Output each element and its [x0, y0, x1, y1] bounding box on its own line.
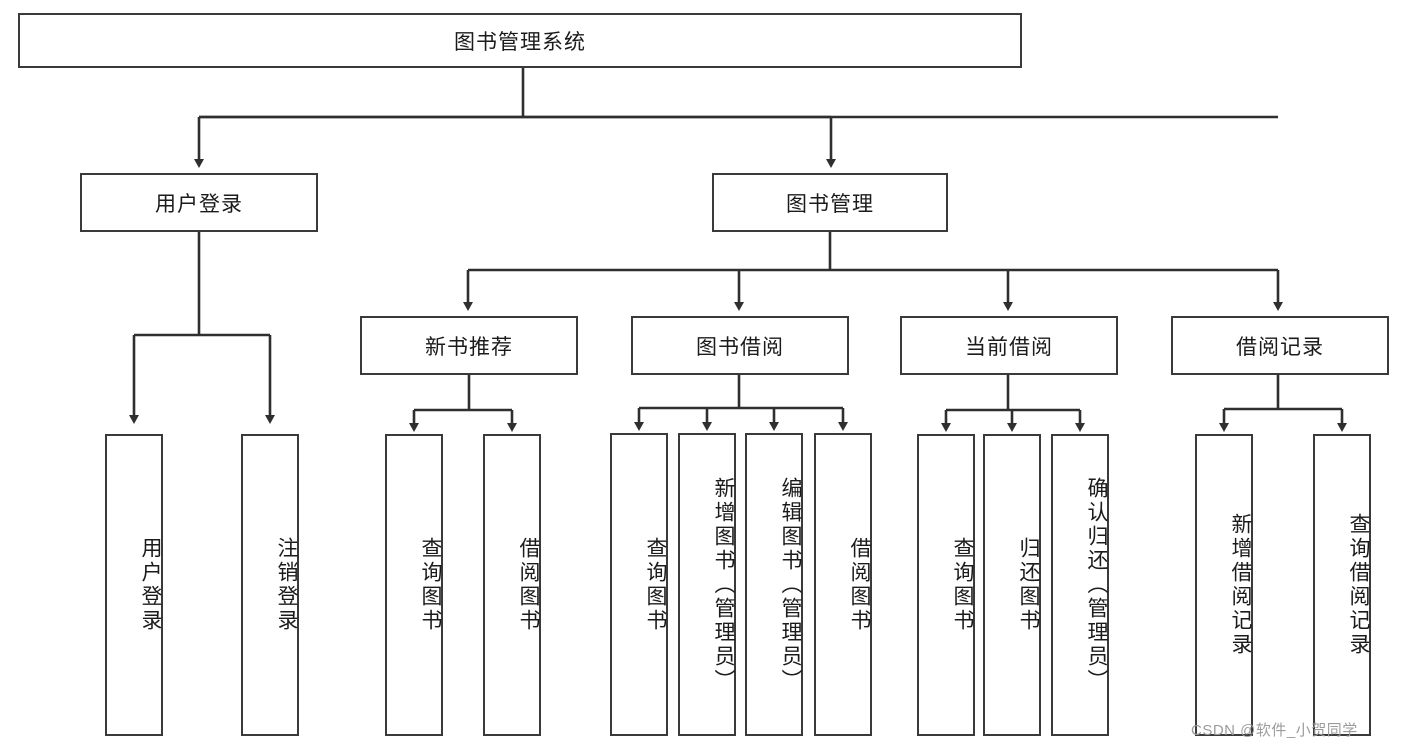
node-root-system[interactable]: 图书管理系统: [18, 13, 1022, 68]
node-label: 归还图书: [1017, 537, 1040, 633]
node-label: 查询图书: [951, 537, 974, 633]
node-label: 查询图书: [419, 537, 442, 633]
leaf-user-login-logout[interactable]: 注销登录: [241, 434, 299, 736]
leaf-borrow-record-add[interactable]: 新增借阅记录: [1195, 434, 1253, 736]
node-user-login[interactable]: 用户登录: [80, 173, 318, 232]
leaf-book-borrow-edit[interactable]: 编辑图书（管理员）: [745, 433, 803, 736]
node-current-borrow[interactable]: 当前借阅: [900, 316, 1118, 375]
node-label: 当前借阅: [965, 335, 1053, 359]
node-label: 编辑图书（管理员）: [779, 476, 802, 693]
node-book-management[interactable]: 图书管理: [712, 173, 948, 232]
watermark-text: CSDN @软件_小贺同学: [1191, 722, 1358, 739]
leaf-borrow-record-query[interactable]: 查询借阅记录: [1313, 434, 1371, 736]
node-label: 图书管理系统: [454, 30, 586, 54]
leaf-current-borrow-query[interactable]: 查询图书: [917, 434, 975, 736]
leaf-current-borrow-return[interactable]: 归还图书: [983, 434, 1041, 736]
leaf-book-borrow-query[interactable]: 查询图书: [610, 433, 668, 736]
leaf-current-borrow-confirm-return[interactable]: 确认归还（管理员）: [1051, 434, 1109, 736]
node-label: 用户登录: [155, 192, 243, 216]
node-new-book-recommend[interactable]: 新书推荐: [360, 316, 578, 375]
node-label: 图书管理: [786, 192, 874, 216]
node-book-borrow[interactable]: 图书借阅: [631, 316, 849, 375]
node-label: 借阅图书: [517, 537, 540, 633]
node-label: 确认归还（管理员）: [1085, 477, 1108, 693]
node-label: 借阅图书: [848, 536, 871, 633]
leaf-new-book-borrow[interactable]: 借阅图书: [483, 434, 541, 736]
leaf-new-book-query[interactable]: 查询图书: [385, 434, 443, 736]
node-label: 查询图书: [644, 536, 667, 633]
node-label: 新增借阅记录: [1229, 513, 1252, 657]
leaf-book-borrow-borrow[interactable]: 借阅图书: [814, 433, 872, 736]
leaf-book-borrow-add[interactable]: 新增图书（管理员）: [678, 433, 736, 736]
node-label: 图书借阅: [696, 335, 784, 359]
leaf-user-login-login[interactable]: 用户登录: [105, 434, 163, 736]
node-label: 注销登录: [275, 537, 298, 633]
node-label: 新增图书（管理员）: [712, 476, 735, 693]
node-label: 用户登录: [139, 537, 162, 633]
node-label: 借阅记录: [1236, 335, 1324, 359]
node-borrow-record[interactable]: 借阅记录: [1171, 316, 1389, 375]
node-label: 查询借阅记录: [1347, 513, 1370, 657]
node-label: 新书推荐: [425, 335, 513, 359]
